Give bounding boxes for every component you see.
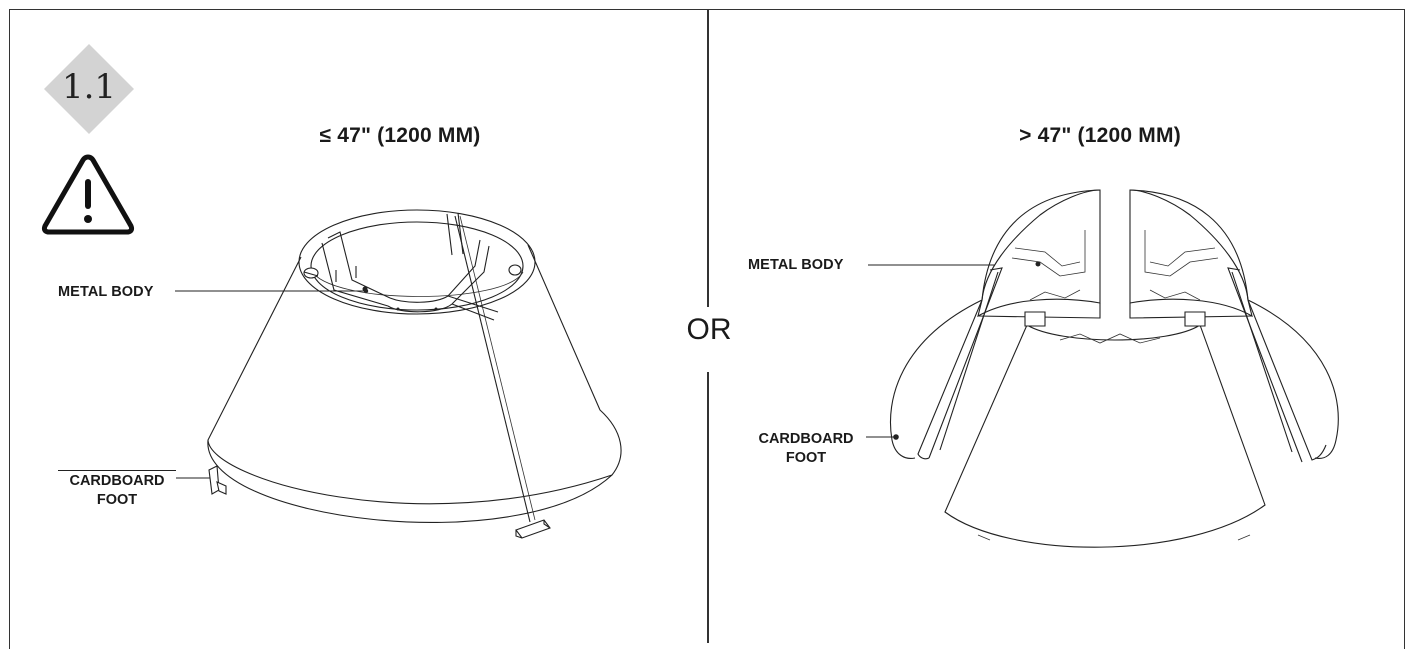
left-top-ring-outer bbox=[298, 209, 536, 315]
left-cardboard-foot-label: CARDBOARD FOOT bbox=[58, 470, 176, 510]
left-cardboard-line1: CARDBOARD bbox=[58, 470, 176, 491]
or-separator: OR bbox=[686, 313, 732, 346]
step-badge-diamond bbox=[44, 44, 134, 134]
right-cardboard-dot bbox=[893, 434, 899, 440]
right-cardboard-foot-label: CARDBOARD FOOT bbox=[745, 430, 867, 468]
step-number: 1.1 bbox=[61, 67, 117, 107]
left-ring-clip-left bbox=[303, 267, 319, 279]
panel-divider-bottom bbox=[707, 372, 709, 643]
left-cardboard-line2: FOOT bbox=[96, 492, 138, 508]
panel-divider-top bbox=[707, 9, 709, 307]
left-cardboard-foot-1 bbox=[208, 465, 227, 495]
left-metal-body-frame bbox=[321, 231, 499, 321]
left-panel-heading: ≤ 47" (1200 MM) bbox=[319, 124, 481, 147]
left-cardboard-foot-2 bbox=[515, 519, 551, 539]
warning-triangle-icon bbox=[41, 154, 135, 235]
right-cone-center-panel bbox=[944, 324, 1266, 548]
left-ring-clip-right bbox=[508, 264, 522, 276]
left-metal-body-label: METAL BODY bbox=[58, 284, 154, 300]
left-bottom-rim bbox=[207, 439, 613, 505]
right-panel-heading: > 47" (1200 MM) bbox=[1019, 124, 1181, 147]
right-cardboard-line2: FOOT bbox=[785, 450, 827, 466]
right-cardboard-line1: CARDBOARD bbox=[758, 431, 854, 447]
left-seam-line bbox=[454, 215, 531, 523]
left-ring-seam bbox=[446, 212, 464, 256]
left-seam-line-inner bbox=[459, 215, 536, 521]
left-top-ring-inner bbox=[310, 221, 524, 311]
right-metal-body-label: METAL BODY bbox=[748, 257, 844, 273]
left-ring-lower-edge bbox=[310, 269, 524, 297]
right-cone-left-half bbox=[889, 189, 1101, 460]
right-cone-right-half bbox=[1129, 189, 1339, 463]
left-cone-outline bbox=[207, 244, 622, 524]
